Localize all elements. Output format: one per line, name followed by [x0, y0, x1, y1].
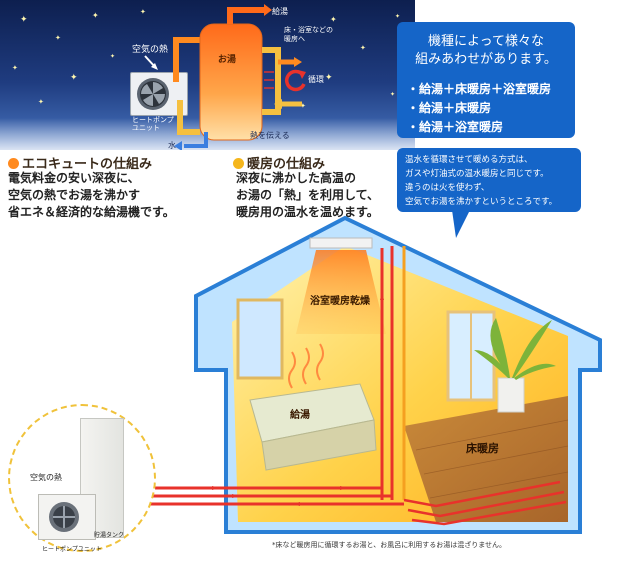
- air-heat-arrow-icon: [144, 55, 158, 70]
- info-line: 空気でお湯を沸かすというところです。: [405, 197, 558, 207]
- footnote: *床など暖房用に循環するお湯と、お風呂に利用するお湯は混ざりません。: [272, 541, 507, 549]
- heating-line: お湯の「熱」を利用して、: [236, 188, 380, 202]
- bath-dryer-label: 浴室暖房乾燥: [310, 296, 370, 307]
- star-icon: ✦: [12, 64, 18, 72]
- circulation-arrow-icon: [285, 69, 306, 92]
- star-icon: ✦: [110, 53, 115, 60]
- heatpump-unit-label: ヒートポンプ ユニット: [132, 116, 174, 132]
- info-line: ガスや灯油式の温水暖房と同じです。: [405, 169, 549, 179]
- yellow-bullet-icon: [233, 158, 244, 169]
- circulation-label: 循環: [308, 75, 324, 84]
- combination-item: ・給湯＋浴室暖房: [407, 120, 504, 134]
- wooden-floor: [404, 396, 568, 522]
- ecocute-line: 省エネ＆経済的な給湯機です。: [8, 205, 175, 219]
- heating-title: 暖房の仕組み: [247, 157, 326, 172]
- tank-label: お湯: [218, 55, 237, 65]
- water-in-label: 水: [168, 141, 176, 150]
- info-bubble: 温水を循環させて暖める方式は、 ガスや灯油式の温水暖房と同じです。 違うのは火を…: [397, 148, 581, 212]
- orange-bullet-icon: [8, 158, 19, 169]
- star-icon: ✦: [395, 13, 400, 20]
- heatpump-unit-small: [38, 494, 96, 540]
- star-icon: ✦: [330, 15, 337, 24]
- heating-line: 深夜に沸かした高温の: [236, 171, 357, 185]
- bath-dryer-unit: [309, 237, 373, 249]
- combination-title-line: 機種によって様々な: [428, 34, 544, 49]
- combination-item: ・給湯＋床暖房＋浴室暖房: [407, 82, 552, 96]
- star-icon: ✦: [55, 34, 61, 42]
- ecocute-description: 電気料金の安い深夜に、 空気の熱でお湯を沸かす 省エネ＆経済的な給湯機です。: [8, 170, 175, 221]
- ecocute-title: エコキュートの仕組み: [22, 157, 153, 172]
- info-bubble-tail: [452, 210, 470, 238]
- star-icon: ✦: [300, 102, 306, 110]
- star-icon: ✦: [390, 91, 395, 98]
- floor-bath-to-label: 床・浴室などの 暖房へ: [284, 26, 333, 43]
- combination-item: ・給湯＋床暖房: [407, 101, 492, 115]
- plant-pot: [497, 377, 525, 413]
- star-icon: ✦: [20, 15, 28, 25]
- star-icon: ✦: [92, 11, 99, 20]
- supply-out-label: 給湯: [272, 7, 288, 16]
- star-icon: ✦: [140, 8, 146, 16]
- transfer-heat-label: 熱を伝える: [250, 131, 290, 140]
- bath-supply-label: 給湯: [290, 410, 310, 421]
- fan-icon: [49, 502, 79, 532]
- bathroom-window: [236, 298, 284, 380]
- unit-air-heat-label: 空気の熱: [30, 473, 62, 482]
- ecocute-line: 電気料金の安い深夜に、: [8, 171, 140, 185]
- fan-icon: [137, 78, 169, 110]
- heating-line: 暖房用の温水を温めます。: [236, 205, 379, 219]
- star-icon: ✦: [360, 44, 366, 52]
- unit-storage-tank-label: 貯湯タンク: [94, 532, 125, 539]
- info-line: 違うのは火を使わず、: [405, 183, 490, 193]
- heating-heading: 暖房の仕組み: [233, 153, 325, 172]
- ecocute-line: 空気の熱でお湯を沸かす: [8, 188, 141, 202]
- info-line: 温水を循環させて暖める方式は、: [405, 155, 533, 165]
- floor-heating-label: 床暖房: [466, 442, 499, 455]
- unit-heatpump-label: ヒートポンプユニット: [42, 546, 102, 553]
- star-field: ✦ ✦ ✦ ✦ ✦ ✦ ✦ ✦ ✦ ✦ ✦ ✦ ✦ ✦: [12, 8, 400, 110]
- star-icon: ✦: [38, 98, 44, 106]
- heating-description: 深夜に沸かした高温の お湯の「熱」を利用して、 暖房用の温水を温めます。: [236, 170, 379, 221]
- ecocute-heading: エコキュートの仕組み: [8, 153, 152, 172]
- combination-title-line: 組みあわせがあります。: [415, 52, 557, 67]
- star-icon: ✦: [325, 73, 333, 83]
- air-heat-label: 空気の熱: [132, 45, 169, 55]
- hot-water-system-diagram: [173, 4, 302, 150]
- star-icon: ✦: [70, 73, 78, 83]
- combination-box: 機種によって様々な 組みあわせがあります。 ・給湯＋床暖房＋浴室暖房 ・給湯＋床…: [397, 22, 575, 138]
